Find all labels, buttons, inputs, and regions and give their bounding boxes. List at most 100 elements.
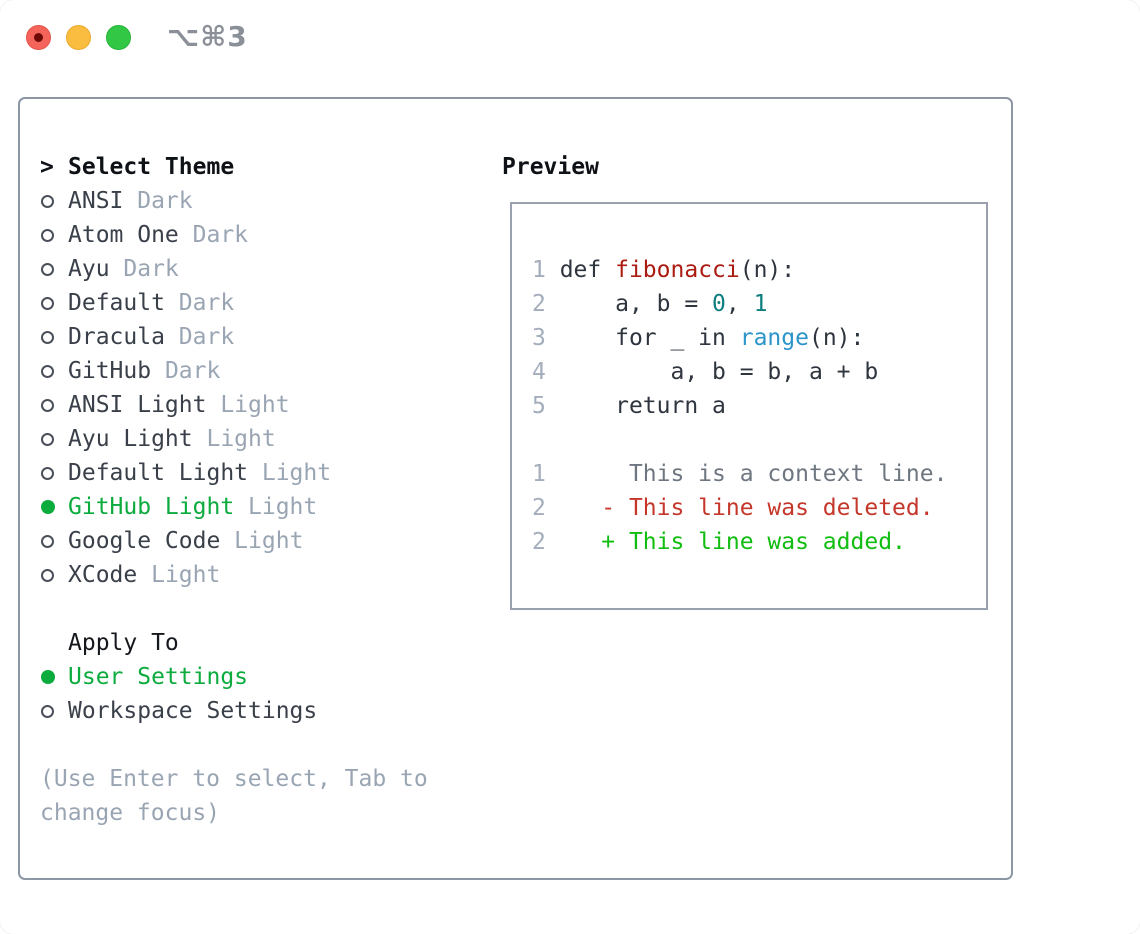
- radio-icon[interactable]: [40, 262, 68, 276]
- theme-variant-label: Light: [234, 494, 318, 520]
- code-token-num: 1: [753, 291, 768, 317]
- radio-circle: [41, 330, 54, 344]
- radio-circle: [41, 500, 55, 514]
- radio-icon[interactable]: [40, 296, 68, 310]
- radio-icon[interactable]: [40, 398, 68, 412]
- radio-icon[interactable]: [40, 568, 68, 582]
- theme-variant-label: Dark: [178, 222, 249, 248]
- radio-circle: [41, 432, 54, 446]
- option-label: GitHub Light: [68, 494, 235, 520]
- apply-to-header-row: Apply To: [40, 626, 317, 660]
- line-number: 2: [532, 529, 546, 555]
- line-number: 2: [532, 495, 546, 521]
- theme-variant-label: Dark: [151, 358, 221, 384]
- code-line: 2 - This line was deleted.: [532, 491, 947, 525]
- minimize-button[interactable]: [66, 25, 91, 50]
- code-line: 2 + This line was added.: [532, 525, 947, 559]
- option-label: Default Light: [68, 460, 249, 486]
- radio-circle: [41, 568, 54, 582]
- code-line: 1 This is a context line.: [532, 457, 947, 491]
- radio-icon[interactable]: [40, 194, 68, 208]
- code-token-plain: return a: [545, 393, 726, 419]
- theme-variant-label: Light: [137, 562, 221, 588]
- radio-icon[interactable]: [40, 432, 68, 446]
- code-token-plain: ,: [725, 291, 754, 317]
- code-line: 2 a, b = 0, 1: [532, 287, 947, 321]
- theme-variant-label: Light: [192, 426, 276, 452]
- code-token-plain: def: [545, 257, 616, 283]
- radio-selected-icon[interactable]: [40, 500, 68, 514]
- page-title: Select Theme: [68, 154, 235, 180]
- hint-line: change focus): [40, 800, 221, 826]
- theme-variant-label: Dark: [123, 188, 193, 214]
- code-line: 3 for _ in range(n):: [532, 321, 947, 355]
- code-token-context: This is a context line.: [545, 461, 948, 487]
- radio-circle: [41, 194, 54, 208]
- radio-selected-icon[interactable]: [40, 670, 68, 684]
- theme-variant-label: Dark: [109, 256, 179, 282]
- code-token-func: fibonacci: [615, 257, 740, 283]
- theme-option[interactable]: ANSI Light Light: [40, 388, 331, 422]
- theme-option[interactable]: Default Light Light: [40, 456, 331, 490]
- option-label: Workspace Settings: [68, 698, 318, 724]
- close-button[interactable]: [26, 25, 51, 50]
- theme-option[interactable]: Atom One Dark: [40, 218, 331, 252]
- theme-option[interactable]: GitHub Dark: [40, 354, 331, 388]
- radio-icon[interactable]: [40, 704, 68, 718]
- option-label: Ayu: [68, 256, 110, 282]
- titlebar: ⌥⌘3: [0, 0, 1140, 97]
- apply-to-option[interactable]: Workspace Settings: [40, 694, 317, 728]
- theme-variant-label: Light: [220, 528, 304, 554]
- option-label: ANSI: [68, 188, 124, 214]
- radio-icon[interactable]: [40, 466, 68, 480]
- radio-icon[interactable]: [40, 364, 68, 378]
- option-label: Dracula: [68, 324, 165, 350]
- radio-circle: [41, 398, 54, 412]
- code-token-plain: for _ in: [545, 325, 740, 351]
- radio-circle: [41, 296, 54, 310]
- hint-line: (Use Enter to select, Tab to: [40, 766, 428, 792]
- theme-option[interactable]: ANSI Dark: [40, 184, 331, 218]
- radio-circle: [41, 364, 54, 378]
- theme-option[interactable]: Google Code Light: [40, 524, 331, 558]
- radio-circle: [41, 534, 54, 548]
- window-title-shortcut: ⌥⌘3: [167, 20, 248, 53]
- theme-option[interactable]: GitHub Light Light: [40, 490, 331, 524]
- option-label: GitHub: [68, 358, 152, 384]
- code-line: [532, 423, 947, 457]
- radio-icon[interactable]: [40, 228, 68, 242]
- code-token-plain: a, b =: [545, 291, 713, 317]
- theme-option[interactable]: Default Dark: [40, 286, 331, 320]
- code-token-builtin: range: [739, 325, 809, 351]
- code-token-plain: (n):: [808, 325, 865, 351]
- line-number: 1: [532, 257, 546, 283]
- theme-option[interactable]: XCode Light: [40, 558, 331, 592]
- option-label: Atom One: [68, 222, 179, 248]
- option-label: ANSI Light: [68, 392, 207, 418]
- code-line: 1 def fibonacci(n):: [532, 253, 947, 287]
- code-line: 5 return a: [532, 389, 947, 423]
- apply-to-title: Apply To: [68, 630, 179, 656]
- radio-icon[interactable]: [40, 330, 68, 344]
- apply-to-option[interactable]: User Settings: [40, 660, 317, 694]
- theme-option[interactable]: Dracula Dark: [40, 320, 331, 354]
- theme-option[interactable]: Ayu Dark: [40, 252, 331, 286]
- selection-caret: >: [40, 154, 54, 180]
- radio-circle: [41, 228, 54, 242]
- radio-circle: [41, 262, 54, 276]
- radio-circle: [41, 704, 54, 718]
- code-token-plain: a, b = b, a + b: [545, 359, 879, 385]
- keyboard-hint: (Use Enter to select, Tab to change focu…: [40, 762, 428, 830]
- option-label: Google Code: [68, 528, 221, 554]
- theme-option[interactable]: Ayu Light Light: [40, 422, 331, 456]
- zoom-button[interactable]: [106, 25, 131, 50]
- code-token-add: + This line was added.: [545, 529, 906, 555]
- radio-circle: [41, 670, 55, 684]
- code-token-del: - This line was deleted.: [545, 495, 934, 521]
- line-number: 5: [532, 393, 546, 419]
- radio-icon[interactable]: [40, 534, 68, 548]
